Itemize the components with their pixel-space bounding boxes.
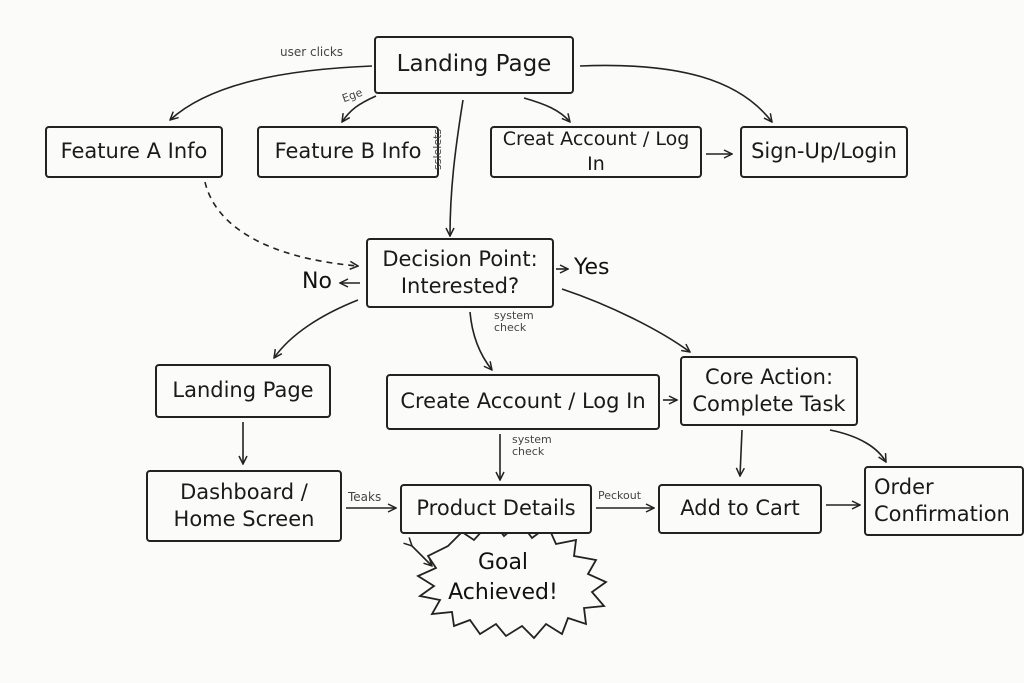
arrow-decision-to-create-account <box>469 311 492 370</box>
edge-label-teaks: Teaks <box>348 490 382 504</box>
node-create-account-log-in[interactable]: Create Account / Log In <box>386 374 660 430</box>
arrow-landing-to-decision <box>450 99 464 236</box>
node-order-confirmation[interactable]: Order Confirmation <box>864 466 1024 536</box>
node-feature-a-info[interactable]: Feature A Info <box>45 126 223 178</box>
goal-starburst-shape <box>416 518 608 640</box>
node-dashboard-home-screen[interactable]: Dashboard / Home Screen <box>146 470 342 542</box>
edge-label-yes: Yes <box>574 255 610 280</box>
arrow-core-action-to-cart <box>740 429 742 476</box>
node-core-action[interactable]: Core Action: Complete Task <box>680 356 858 426</box>
node-landing-page-top[interactable]: Landing Page <box>374 36 574 94</box>
arrow-core-action-to-order <box>829 429 886 462</box>
node-feature-b-info[interactable]: Feature B Info <box>257 126 439 178</box>
arrow-product-goal-double <box>412 546 432 566</box>
arrow-landing-to-signup <box>579 64 772 122</box>
node-decision-point[interactable]: Decision Point: Interested? <box>366 238 554 308</box>
arrow-feature-a-to-decision-dashed <box>204 181 358 266</box>
node-creat-account-log-in[interactable]: Creat Account / Log In <box>490 126 702 178</box>
node-product-details[interactable]: Product Details <box>400 484 592 534</box>
arrow-landing-to-creat-account <box>523 97 570 122</box>
node-landing-page-mid[interactable]: Landing Page <box>155 364 331 418</box>
goal-achieved-label: Goal Achieved! <box>448 550 558 605</box>
node-add-to-cart[interactable]: Add to Cart <box>658 484 822 534</box>
edge-label-sslelets: sslelets <box>431 128 444 170</box>
edge-label-peckout: Peckout <box>598 489 642 502</box>
edge-label-system-check-1: system check <box>494 309 534 334</box>
arrow-landing-to-feature-a <box>170 65 373 120</box>
edge-label-system-check-2: system check <box>512 433 552 458</box>
node-sign-up-login[interactable]: Sign-Up/Login <box>740 126 908 178</box>
edge-label-user-clicks: user clicks <box>280 45 344 59</box>
arrow-landing-to-feature-b <box>342 95 377 122</box>
arrow-decision-to-landing-mid <box>274 299 359 358</box>
edge-label-no: No <box>302 269 332 294</box>
arrow-decision-to-core-action <box>561 288 690 352</box>
